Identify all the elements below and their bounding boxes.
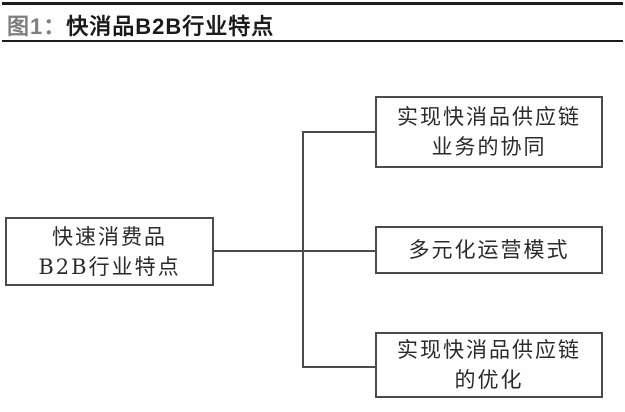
connector-branch-bottom bbox=[302, 366, 375, 368]
header-top-rule bbox=[2, 2, 623, 5]
branch-middle-line1: 多元化运营模式 bbox=[408, 238, 570, 262]
figure-label: 图1： bbox=[7, 14, 67, 39]
diagram-node-branch-middle: 多元化运营模式 bbox=[375, 226, 603, 274]
branch-bottom-line1: 实现快消品供应链 bbox=[397, 338, 581, 362]
connector-branch-middle bbox=[302, 250, 375, 252]
branch-bottom-line2: 的优化 bbox=[454, 368, 524, 392]
branch-top-line2: 业务的协同 bbox=[431, 135, 547, 159]
root-node-line2: B2B行业特点 bbox=[38, 254, 181, 279]
connector-branch-top bbox=[302, 131, 375, 133]
diagram-node-branch-bottom: 实现快消品供应链 的优化 bbox=[375, 332, 603, 398]
diagram-node-branch-top: 实现快消品供应链 业务的协同 bbox=[375, 96, 603, 168]
branch-top-line1: 实现快消品供应链 bbox=[397, 105, 581, 129]
header-bottom-rule bbox=[2, 40, 623, 42]
connector-root-horizontal bbox=[214, 250, 303, 252]
root-node-line1: 快速消费品 bbox=[52, 224, 167, 249]
diagram-node-root: 快速消费品 B2B行业特点 bbox=[5, 217, 214, 286]
figure-title-row: 图1：快消品B2B行业特点 bbox=[7, 9, 617, 41]
connector-trunk-vertical bbox=[302, 131, 304, 368]
figure-title: 快消品B2B行业特点 bbox=[66, 14, 275, 39]
